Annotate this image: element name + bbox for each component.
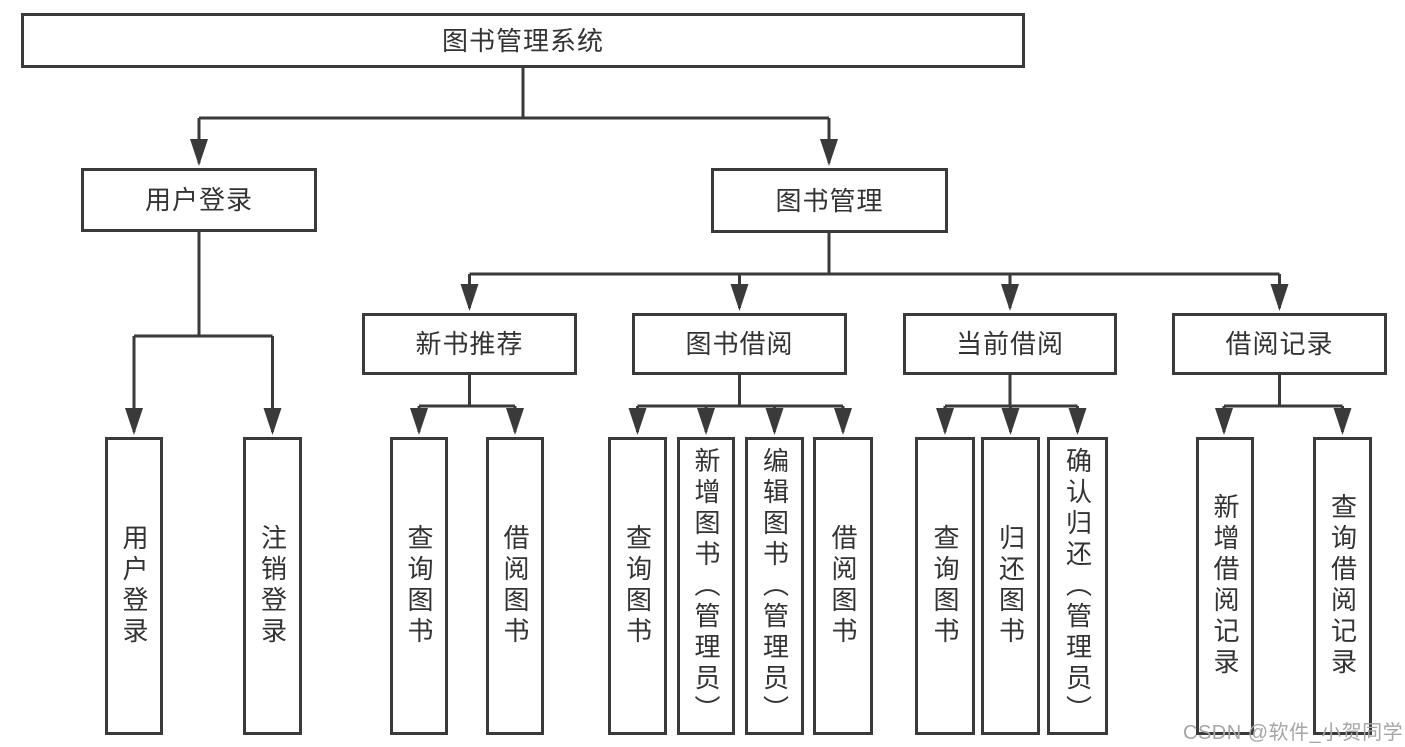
leaf-user-login: 用户登录 [105, 437, 163, 735]
leaf-br-query-record-label: 查询借阅记录 [1327, 493, 1358, 679]
leaf-bb-borrow-books-label: 借阅图书 [828, 524, 858, 648]
leaf-bb-query-books-label: 查询图书 [622, 524, 653, 648]
leaf-br-add-record: 新增借阅记录 [1196, 437, 1254, 735]
node-user-login-label: 用户登录 [144, 185, 253, 215]
leaf-nbr-query-books: 查询图书 [390, 437, 448, 735]
node-new-book-recommend: 新书推荐 [362, 313, 577, 375]
leaf-bb-borrow-books: 借阅图书 [813, 437, 873, 735]
node-book-management-label: 图书管理 [775, 185, 884, 216]
leaf-cb-query-books: 查询图书 [915, 437, 975, 735]
node-borrow-records-label: 借阅记录 [1225, 329, 1334, 359]
leaf-cb-return-books-label: 归还图书 [995, 524, 1026, 648]
leaf-nbr-borrow-books: 借阅图书 [486, 437, 544, 735]
node-new-book-recommend-label: 新书推荐 [415, 329, 524, 359]
node-current-borrow: 当前借阅 [903, 313, 1117, 375]
node-user-login: 用户登录 [81, 168, 317, 232]
node-book-management: 图书管理 [711, 168, 948, 233]
leaf-nbr-query-books-label: 查询图书 [404, 524, 434, 648]
leaf-cb-confirm-return-admin-label: 确认归还（管理员） [1062, 446, 1093, 726]
node-book-borrow: 图书借阅 [632, 313, 847, 375]
leaf-user-login-label: 用户登录 [119, 524, 149, 648]
connector-trunks [134, 68, 1343, 408]
leaf-bb-add-books-admin-label: 新增图书（管理员） [691, 446, 721, 726]
leaf-cb-confirm-return-admin: 确认归还（管理员） [1047, 437, 1108, 735]
leaf-br-query-record: 查询借阅记录 [1313, 437, 1372, 735]
node-current-borrow-label: 当前借阅 [955, 329, 1064, 359]
leaf-nbr-borrow-books-label: 借阅图书 [500, 524, 530, 648]
node-book-borrow-label: 图书借阅 [685, 329, 794, 359]
leaf-logout-label: 注销登录 [257, 524, 288, 648]
leaf-cb-query-books-label: 查询图书 [930, 524, 960, 648]
leaf-bb-edit-books-admin-label: 编辑图书（管理员） [759, 446, 790, 726]
node-borrow-records: 借阅记录 [1172, 313, 1387, 375]
leaf-bb-add-books-admin: 新增图书（管理员） [677, 437, 735, 735]
leaf-cb-return-books: 归还图书 [981, 437, 1040, 735]
node-root-label: 图书管理系统 [441, 25, 604, 56]
leaf-bb-query-books: 查询图书 [608, 437, 667, 735]
leaf-bb-edit-books-admin: 编辑图书（管理员） [745, 437, 804, 735]
leaf-br-add-record-label: 新增借阅记录 [1210, 493, 1240, 679]
node-root: 图书管理系统 [21, 13, 1025, 68]
leaf-logout: 注销登录 [243, 437, 302, 735]
csdn-watermark: CSDN @软件_小贺同学 [1183, 722, 1404, 744]
